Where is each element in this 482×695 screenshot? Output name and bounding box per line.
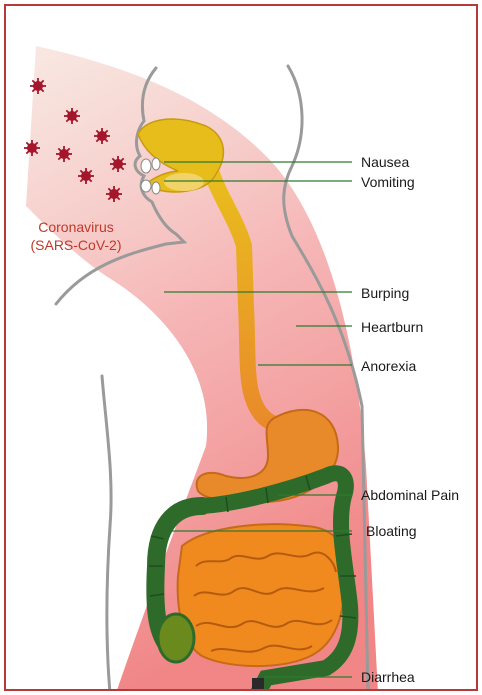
symptom-label-nausea: Nausea [361,154,409,170]
symptom-label-vomiting: Vomiting [361,174,415,190]
virus-particle [94,128,110,144]
virus-particle [78,168,94,184]
diagram-frame: Coronavirus (SARS-CoV-2) Nausea Vomiting… [4,4,478,691]
symptom-label-bloating: Bloating [366,523,417,539]
virus-particle [56,146,72,162]
symptom-label-diarrhea: Diarrhea [361,669,415,685]
virus-label-line1: Coronavirus [16,218,136,236]
virus-particle [30,78,46,94]
virus-label-line2: (SARS-CoV-2) [16,236,136,254]
virus-particle [106,186,122,202]
virus-particle [64,108,80,124]
virus-particle [110,156,126,172]
rectum [252,678,264,691]
symptom-label-anorexia: Anorexia [361,358,416,374]
small-intestine [178,524,347,666]
cecum [158,614,194,662]
virus-label: Coronavirus (SARS-CoV-2) [16,218,136,254]
tongue [164,173,204,191]
digestive-illustration [6,6,478,691]
virus-particle [24,140,40,156]
symptom-label-heartburn: Heartburn [361,319,423,335]
symptom-label-burping: Burping [361,285,409,301]
symptom-label-abdominal-pain: Abdominal Pain [361,487,459,503]
